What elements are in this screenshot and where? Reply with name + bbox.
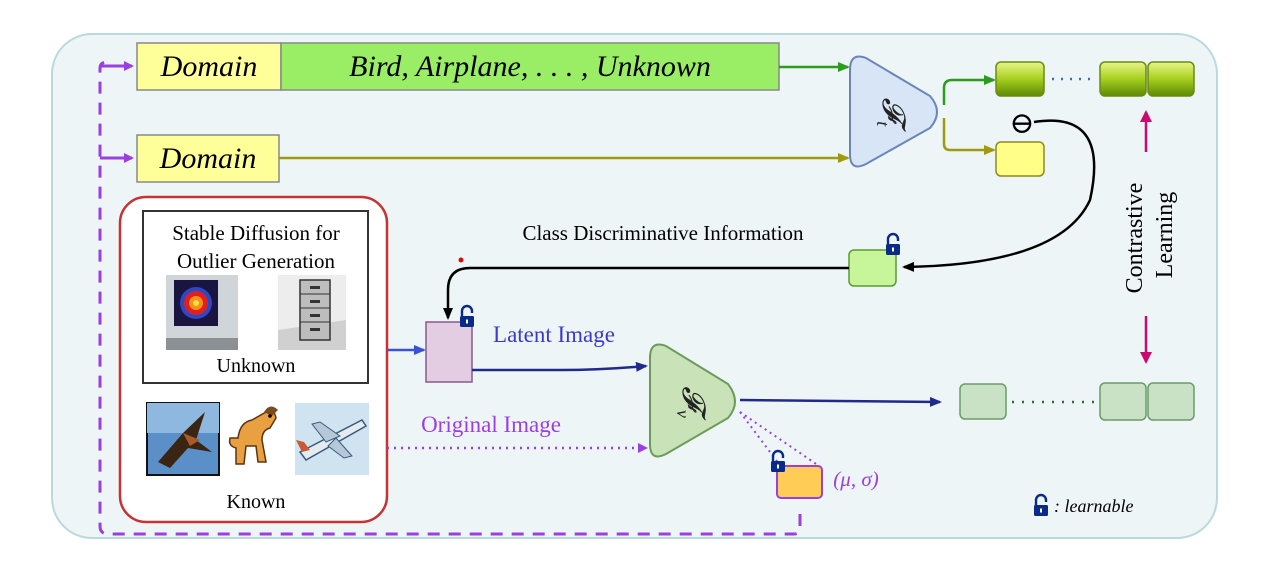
- text-class-embedding-n1: [1099, 61, 1147, 97]
- domain-token-bottom[interactable]: [136, 134, 280, 183]
- mu-sigma-projection: [739, 411, 823, 469]
- known-image-bird: [146, 402, 220, 476]
- mu-sigma-token[interactable]: [776, 465, 823, 499]
- latent-image-label: Latent Image: [493, 322, 615, 347]
- learnable-legend: : learnable: [1054, 496, 1133, 516]
- text-class-output-arrow: [942, 75, 996, 105]
- discriminative-path-arrow: [902, 119, 1096, 272]
- domain-token-top-label: Domain: [160, 50, 258, 83]
- outlier-image-cabinet: [278, 275, 346, 350]
- known-label: Known: [227, 491, 286, 513]
- contrastive-learning-label: Contrastive Learning: [1122, 177, 1178, 294]
- text-domain-embedding: [995, 141, 1045, 177]
- contrastive-word: Contrastive: [1122, 183, 1148, 294]
- discriminative-to-latent-arrow: [443, 266, 849, 320]
- latent-image-box[interactable]: [425, 321, 473, 383]
- known-image-airplane: [295, 403, 369, 475]
- vision-embedding-n2: [1147, 382, 1195, 421]
- stable-diffusion-title-1: Stable Diffusion for: [172, 221, 340, 245]
- original-image-label: Original Image: [421, 412, 561, 437]
- text-class-embedding-n2: [1147, 61, 1195, 97]
- latent-to-vision-arrow: [472, 361, 648, 372]
- stable-diffusion-title-2: Outlier Generation: [177, 249, 336, 273]
- vision-embedding: [959, 383, 1007, 420]
- domain-token-bottom-label: Domain: [159, 142, 257, 175]
- subtract-icon: ⊖: [1009, 107, 1034, 140]
- mu-sigma-label: (μ, σ): [833, 467, 878, 491]
- known-image-horse: [222, 403, 292, 475]
- class-discriminative-token[interactable]: [848, 249, 897, 287]
- learning-word: Learning: [1152, 192, 1178, 279]
- class-names-label: Bird, Airplane, . . . , Unknown: [349, 50, 711, 83]
- vision-embedding-n1: [1099, 382, 1147, 421]
- domain-feedback-loop: [98, 60, 802, 536]
- text-domain-output-arrow: [942, 118, 996, 155]
- text-class-embedding: [995, 61, 1045, 97]
- outlier-image-target: [166, 275, 238, 350]
- domain-token-top[interactable]: [136, 42, 282, 91]
- unknown-label: Unknown: [217, 355, 296, 377]
- vision-encoder[interactable]: [649, 343, 736, 458]
- text-encoder[interactable]: [849, 55, 938, 168]
- red-dot: [458, 257, 464, 263]
- class-discriminative-label: Class Discriminative Information: [522, 221, 804, 245]
- vision-output-arrow: [739, 396, 942, 407]
